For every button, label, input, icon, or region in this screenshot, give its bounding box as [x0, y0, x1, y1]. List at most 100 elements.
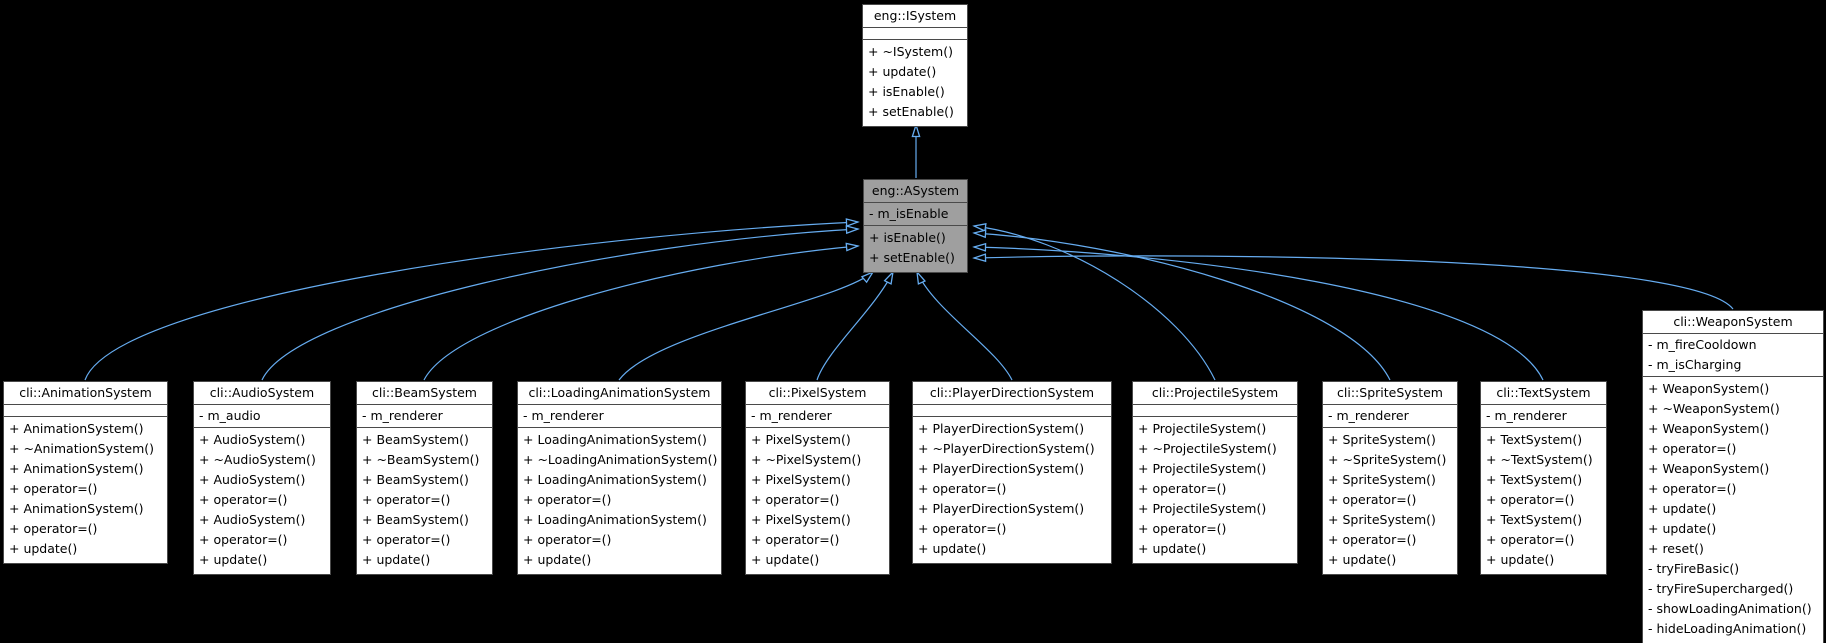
class-method: + setEnable() — [869, 250, 955, 265]
class-method: + operator=() — [1486, 492, 1575, 507]
class-method: + update() — [1328, 552, 1397, 567]
class-box-cli_spritesystem[interactable]: cli::SpriteSystem- m_renderer+ SpriteSys… — [1322, 381, 1458, 575]
class-method: + PixelSystem() — [751, 472, 851, 487]
methods-section: + isEnable() + setEnable() — [864, 225, 967, 272]
class-method: + LoadingAnimationSystem() — [523, 432, 707, 447]
class-attribute: - m_isEnable — [869, 206, 949, 221]
class-method: + update() — [1648, 501, 1717, 516]
class-title: cli::AnimationSystem — [19, 385, 152, 400]
class-method: + update() — [199, 552, 268, 567]
class-box-eng_isystem[interactable]: eng::ISystem+ ~ISystem()+ update()+ isEn… — [862, 4, 968, 127]
class-attribute: - m_renderer — [523, 408, 604, 423]
class-method: + PixelSystem() — [751, 432, 851, 447]
class-method: + ~AnimationSystem() — [9, 441, 155, 456]
class-method: + operator=() — [918, 521, 1007, 536]
attributes-section: - m_fireCooldown- m_isCharging — [1643, 333, 1823, 376]
class-method: + update() — [868, 64, 937, 79]
attributes-section — [913, 404, 1111, 416]
class-method: + isEnable() — [869, 230, 946, 245]
class-method: + ProjectileSystem() — [1138, 501, 1267, 516]
class-method: + operator=() — [751, 532, 840, 547]
class-box-cli_weaponsystem[interactable]: cli::WeaponSystem- m_fireCooldown- m_isC… — [1642, 310, 1824, 643]
attributes-section — [4, 404, 167, 416]
class-method: + reset() — [1648, 541, 1704, 556]
class-method: + operator=() — [918, 481, 1007, 496]
class-method: + PlayerDirectionSystem() — [918, 501, 1085, 516]
class-attribute: - m_fireCooldown — [1648, 337, 1757, 352]
attributes-section: - m_renderer — [518, 404, 721, 427]
class-method: + update() — [362, 552, 431, 567]
class-method: + SpriteSystem() — [1328, 512, 1436, 527]
methods-section: + PlayerDirectionSystem()+ ~PlayerDirect… — [913, 416, 1111, 563]
methods-section: + PixelSystem() + ~PixelSystem() + PixelSy… — [746, 427, 889, 574]
class-method: - showLoadingAnimation() — [1648, 601, 1812, 616]
class-method: + operator=() — [199, 532, 288, 547]
class-method: + AnimationSystem() — [9, 421, 144, 436]
class-method: + operator=() — [1648, 481, 1737, 496]
class-box-cli_animationsystem[interactable]: cli::AnimationSystem+ AnimationSystem()+… — [3, 381, 168, 564]
attributes-section: - m_renderer — [357, 404, 492, 427]
class-box-cli_textsystem[interactable]: cli::TextSystem- m_renderer+ TextSystem(… — [1480, 381, 1607, 575]
class-attribute: - m_audio — [199, 408, 261, 423]
class-title: cli::WeaponSystem — [1673, 314, 1793, 329]
class-method: + ProjectileSystem() — [1138, 461, 1267, 476]
class-method: + AudioSystem() — [199, 472, 306, 487]
class-method: + WeaponSystem() — [1648, 461, 1770, 476]
class-box-cli_loadinganimationsystem[interactable]: cli::LoadingAnimationSystem- m_renderer+… — [517, 381, 722, 575]
class-title: cli::BeamSystem — [372, 385, 477, 400]
class-method: + operator=() — [199, 492, 288, 507]
class-title: cli::PlayerDirectionSystem — [929, 385, 1095, 400]
class-method: + WeaponSystem() — [1648, 421, 1770, 436]
class-method: + AnimationSystem() — [9, 501, 144, 516]
class-method: + operator=() — [523, 492, 612, 507]
class-method: + PlayerDirectionSystem() — [918, 421, 1085, 436]
class-attribute: - m_renderer — [1486, 408, 1567, 423]
class-method: + update() — [523, 552, 592, 567]
class-box-cli_beamsystem[interactable]: cli::BeamSystem- m_renderer+ BeamSystem(… — [356, 381, 493, 575]
class-method: + operator=() — [9, 481, 98, 496]
class-method: + isEnable() — [868, 84, 945, 99]
class-box-cli_pixelsystem[interactable]: cli::PixelSystem- m_renderer+ PixelSyste… — [745, 381, 890, 575]
methods-section: + LoadingAnimationSystem()+ ~LoadingAnim… — [518, 427, 721, 574]
inheritance-edge-cli_playerdirectionsystem — [917, 272, 1013, 381]
class-method: + ~WeaponSystem() — [1648, 401, 1780, 416]
class-method: + operator=() — [1486, 532, 1575, 547]
class-method: + TextSystem() — [1486, 432, 1583, 447]
class-method: + AudioSystem() — [199, 512, 306, 527]
class-method: + LoadingAnimationSystem() — [523, 512, 707, 527]
class-title: cli::LoadingAnimationSystem — [528, 385, 711, 400]
class-method: + TextSystem() — [1486, 472, 1583, 487]
attributes-section — [863, 27, 967, 39]
class-method: + update() — [751, 552, 820, 567]
class-method: + SpriteSystem() — [1328, 472, 1436, 487]
class-method: + operator=() — [9, 521, 98, 536]
class-method: + operator=() — [751, 492, 840, 507]
class-method: + ProjectileSystem() — [1138, 421, 1267, 436]
class-attribute: - m_renderer — [1328, 408, 1409, 423]
methods-section: + WeaponSystem() + ~WeaponSystem() + Weapo… — [1643, 376, 1823, 643]
class-method: + setEnable() — [868, 104, 954, 119]
attributes-section: - m_renderer — [746, 404, 889, 427]
class-box-eng_asystem[interactable]: eng::ASystem- m_isEnable+ isEnable()+ se… — [863, 179, 968, 273]
class-box-cli_audiosystem[interactable]: cli::AudioSystem- m_audio+ AudioSystem()… — [193, 381, 331, 575]
class-method: + ~BeamSystem() — [362, 452, 480, 467]
inheritance-edge-cli_beamsystem — [423, 246, 858, 381]
class-method: + ~TextSystem() — [1486, 452, 1593, 467]
class-title: cli::SpriteSystem — [1337, 385, 1443, 400]
class-method: + update() — [1138, 541, 1207, 556]
class-box-cli_playerdirectionsystem[interactable]: cli::PlayerDirectionSystem+ PlayerDirect… — [912, 381, 1112, 564]
class-attribute: - m_renderer — [362, 408, 443, 423]
class-method: + operator=() — [1328, 492, 1417, 507]
class-title: cli::PixelSystem — [768, 385, 867, 400]
class-method: + operator=() — [1648, 441, 1737, 456]
class-box-cli_projectilesystem[interactable]: cli::ProjectileSystem+ ProjectileSystem(… — [1132, 381, 1298, 564]
class-title: eng::ISystem — [873, 8, 957, 23]
class-method: + ~PixelSystem() — [751, 452, 862, 467]
inheritance-edge-cli_textsystem — [974, 247, 1544, 381]
inheritance-edge-cli_weaponsystem — [974, 256, 1734, 310]
class-method: + SpriteSystem() — [1328, 432, 1436, 447]
methods-section: + AudioSystem()+ ~AudioSystem()+ AudioSy… — [194, 427, 330, 574]
attributes-section: - m_isEnable — [864, 202, 967, 225]
class-method: + operator=() — [523, 532, 612, 547]
